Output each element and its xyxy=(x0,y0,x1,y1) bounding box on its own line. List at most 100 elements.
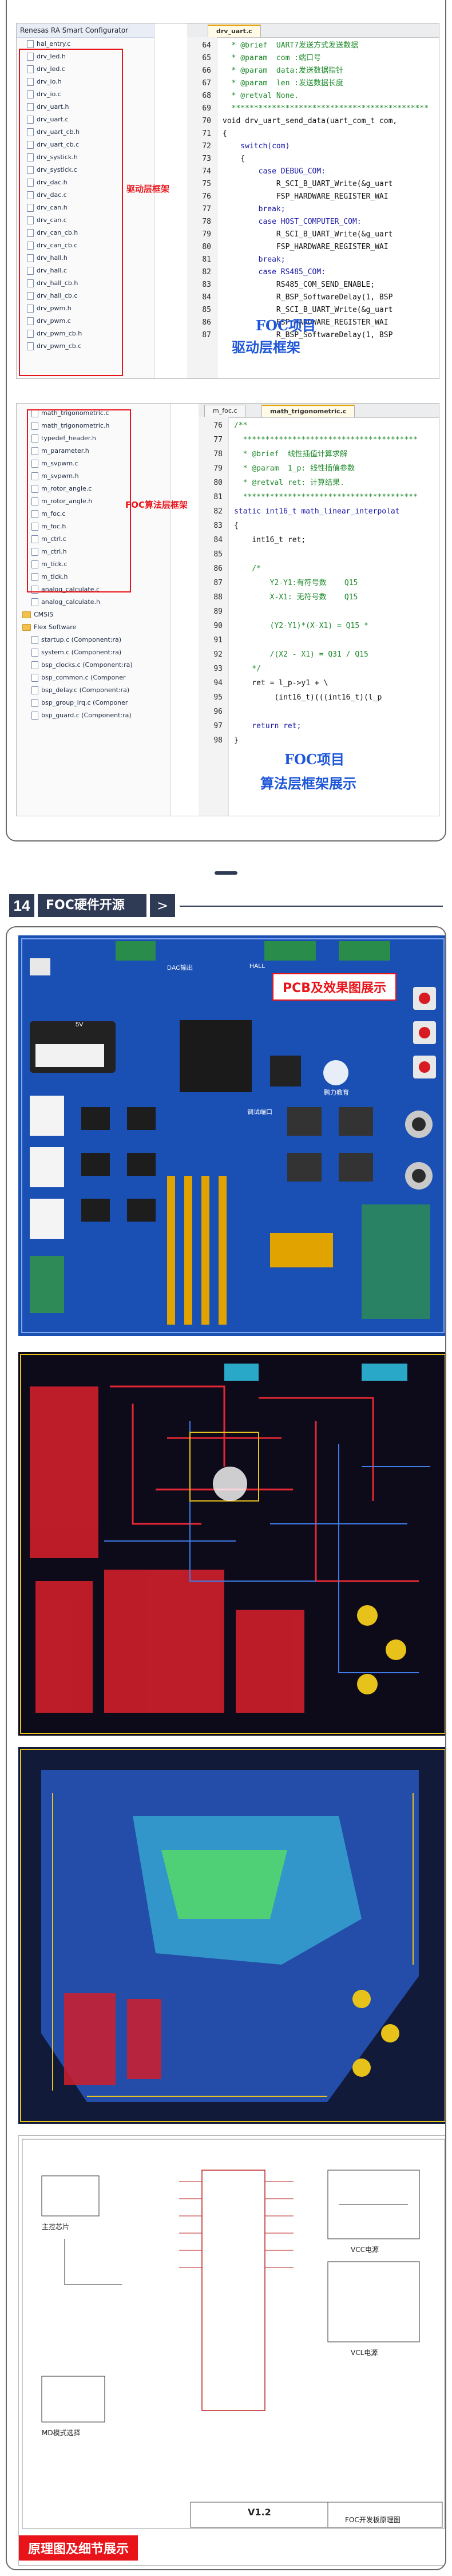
tree-file[interactable]: m_foc.c xyxy=(17,508,170,520)
tree-file[interactable]: m_rotor_angle.c xyxy=(17,483,170,495)
tree-item-label: drv_dac.c xyxy=(37,191,67,199)
tree-file[interactable]: bsp_guard.c (Component:ra) xyxy=(17,709,170,722)
tab-m-foc[interactable]: m_foc.c xyxy=(204,405,246,417)
code-line: 80 * @retval ret: 计算结果. xyxy=(199,478,439,488)
tab-drv-uart[interactable]: drv_uart.c xyxy=(208,25,261,37)
tree-file[interactable]: analog_calculate.h xyxy=(17,596,170,609)
section-divider xyxy=(215,871,237,875)
tree-file[interactable]: math_trigonometric.c xyxy=(17,407,170,420)
tree-file[interactable]: drv_pwm_cb.c xyxy=(17,340,154,353)
tree-file[interactable]: m_svpwm.h xyxy=(17,470,170,483)
tree-file[interactable]: drv_hall_cb.c xyxy=(17,290,154,302)
tree-item-label: drv_uart.h xyxy=(37,103,69,110)
tree-file[interactable]: math_trigonometric.h xyxy=(17,420,170,432)
tree-item-label: m_svpwm.c xyxy=(41,460,78,467)
driver-layer-annotation: 驱动层框架 xyxy=(126,184,170,194)
algorithm-editor-tabbar: m_foc.c math_trigonometric.c xyxy=(199,404,439,418)
file-icon xyxy=(31,472,38,480)
tree-item-label: typedef_header.h xyxy=(41,434,96,442)
tree-file[interactable]: drv_uart_cb.c xyxy=(17,139,154,151)
tree-file[interactable]: startup.c (Component:ra) xyxy=(17,634,170,646)
tree-file[interactable]: m_tick.h xyxy=(17,571,170,583)
tree-folder[interactable]: CMSIS xyxy=(17,609,170,621)
code-line: 71{ xyxy=(187,129,439,139)
tree-file[interactable]: bsp_clocks.c (Component:ra) xyxy=(17,659,170,671)
foc-project-label-2: FOC项目 xyxy=(284,751,345,768)
tree-file[interactable]: bsp_group_irq.c (Componer xyxy=(17,697,170,709)
line-number: 86 xyxy=(202,318,211,327)
tree-file[interactable]: drv_can_cb.h xyxy=(17,227,154,239)
section-number: 14 xyxy=(9,894,34,917)
tree-file[interactable]: drv_pwm_cb.h xyxy=(17,327,154,340)
line-number: 70 xyxy=(202,117,211,125)
tree-file[interactable]: system.c (Component:ra) xyxy=(17,646,170,659)
tree-file[interactable]: drv_dac.c xyxy=(17,189,154,202)
tree-file[interactable]: typedef_header.h xyxy=(17,432,170,445)
tree-file[interactable]: drv_systick.c xyxy=(17,164,154,176)
tree-file[interactable]: drv_can_cb.c xyxy=(17,239,154,252)
tree-file[interactable]: bsp_delay.c (Component:ra) xyxy=(17,684,170,697)
pcb-3d-drawing xyxy=(21,938,445,1333)
file-icon xyxy=(31,560,38,568)
file-icon xyxy=(27,78,34,86)
line-number: 81 xyxy=(202,255,211,264)
line-number: 88 xyxy=(213,593,223,602)
tree-file[interactable]: m_svpwm.c xyxy=(17,457,170,470)
tree-file[interactable]: drv_can.c xyxy=(17,214,154,227)
tree-file[interactable]: drv_io.c xyxy=(17,88,154,101)
pcb-label-dac: DAC输出 xyxy=(167,965,193,971)
tree-file[interactable]: drv_led.c xyxy=(17,63,154,76)
tree-file[interactable]: drv_io.h xyxy=(17,76,154,88)
tree-file[interactable]: drv_hall.h xyxy=(17,252,154,264)
tree-file[interactable]: m_parameter.h xyxy=(17,445,170,457)
file-icon xyxy=(31,447,38,455)
code-line: 73 { xyxy=(187,154,439,164)
tree-item-label: m_tick.c xyxy=(41,560,68,568)
line-number: 79 xyxy=(202,230,211,239)
tree-file[interactable]: drv_can.h xyxy=(17,202,154,214)
tree-file[interactable]: m_rotor_angle.h xyxy=(17,495,170,508)
driver-layer-label: 驱动层框架 xyxy=(232,339,300,355)
file-icon xyxy=(31,674,38,682)
code-text: break; xyxy=(223,205,286,214)
tree-item-label: bsp_group_irq.c (Componer xyxy=(41,699,128,706)
file-icon xyxy=(27,305,34,313)
tree-file[interactable]: m_ctrl.c xyxy=(17,533,170,546)
tree-file[interactable]: drv_systick.h xyxy=(17,151,154,164)
code-line: 86 /* xyxy=(199,564,439,574)
tree-file[interactable]: drv_pwm.h xyxy=(17,302,154,315)
file-icon xyxy=(31,434,38,442)
tree-file[interactable]: drv_hall_cb.h xyxy=(17,277,154,290)
code-line: 77 *************************************… xyxy=(199,435,439,445)
tree-item-label: drv_pwm.h xyxy=(37,305,72,312)
tree-file[interactable]: drv_uart.c xyxy=(17,113,154,126)
tree-file[interactable]: drv_pwm.c xyxy=(17,315,154,327)
tab-math-trigonometric[interactable]: math_trigonometric.c xyxy=(261,405,355,417)
tree-file[interactable]: m_tick.c xyxy=(17,558,170,571)
tree-folder[interactable]: Flex Software xyxy=(17,621,170,634)
line-number: 96 xyxy=(213,708,223,716)
tree-file[interactable]: bsp_common.c (Componer xyxy=(17,671,170,684)
tree-item-label: m_svpwm.h xyxy=(41,472,79,480)
tree-file[interactable]: m_foc.h xyxy=(17,520,170,533)
tree-file[interactable]: drv_led.h xyxy=(17,50,154,63)
line-number: 74 xyxy=(202,167,211,176)
file-icon xyxy=(31,636,38,644)
code-text: FSP_HARDWARE_REGISTER_WAI xyxy=(223,243,388,251)
tree-file[interactable]: drv_dac.h xyxy=(17,176,154,189)
tree-file[interactable]: m_ctrl.h xyxy=(17,546,170,558)
line-number: 93 xyxy=(213,665,223,673)
tree-file[interactable]: drv_hall.c xyxy=(17,264,154,277)
tree-file[interactable]: analog_calculate.c xyxy=(17,583,170,596)
line-number: 69 xyxy=(202,104,211,113)
code-text: * @param data:发送数据指针 xyxy=(223,66,344,75)
pcb-top-layer-drawing xyxy=(20,1354,445,1734)
tree-file[interactable]: drv_uart_cb.h xyxy=(17,126,154,139)
file-icon xyxy=(31,686,38,694)
code-showcase-card: Renesas RA Smart Configurator hal_entry.… xyxy=(6,0,446,841)
tree-file[interactable]: hal_entry.c xyxy=(17,38,154,50)
code-line: 85 R_SCI_B_UART_Write(&g_uart xyxy=(187,305,439,315)
tree-file[interactable]: drv_uart.h xyxy=(17,101,154,113)
